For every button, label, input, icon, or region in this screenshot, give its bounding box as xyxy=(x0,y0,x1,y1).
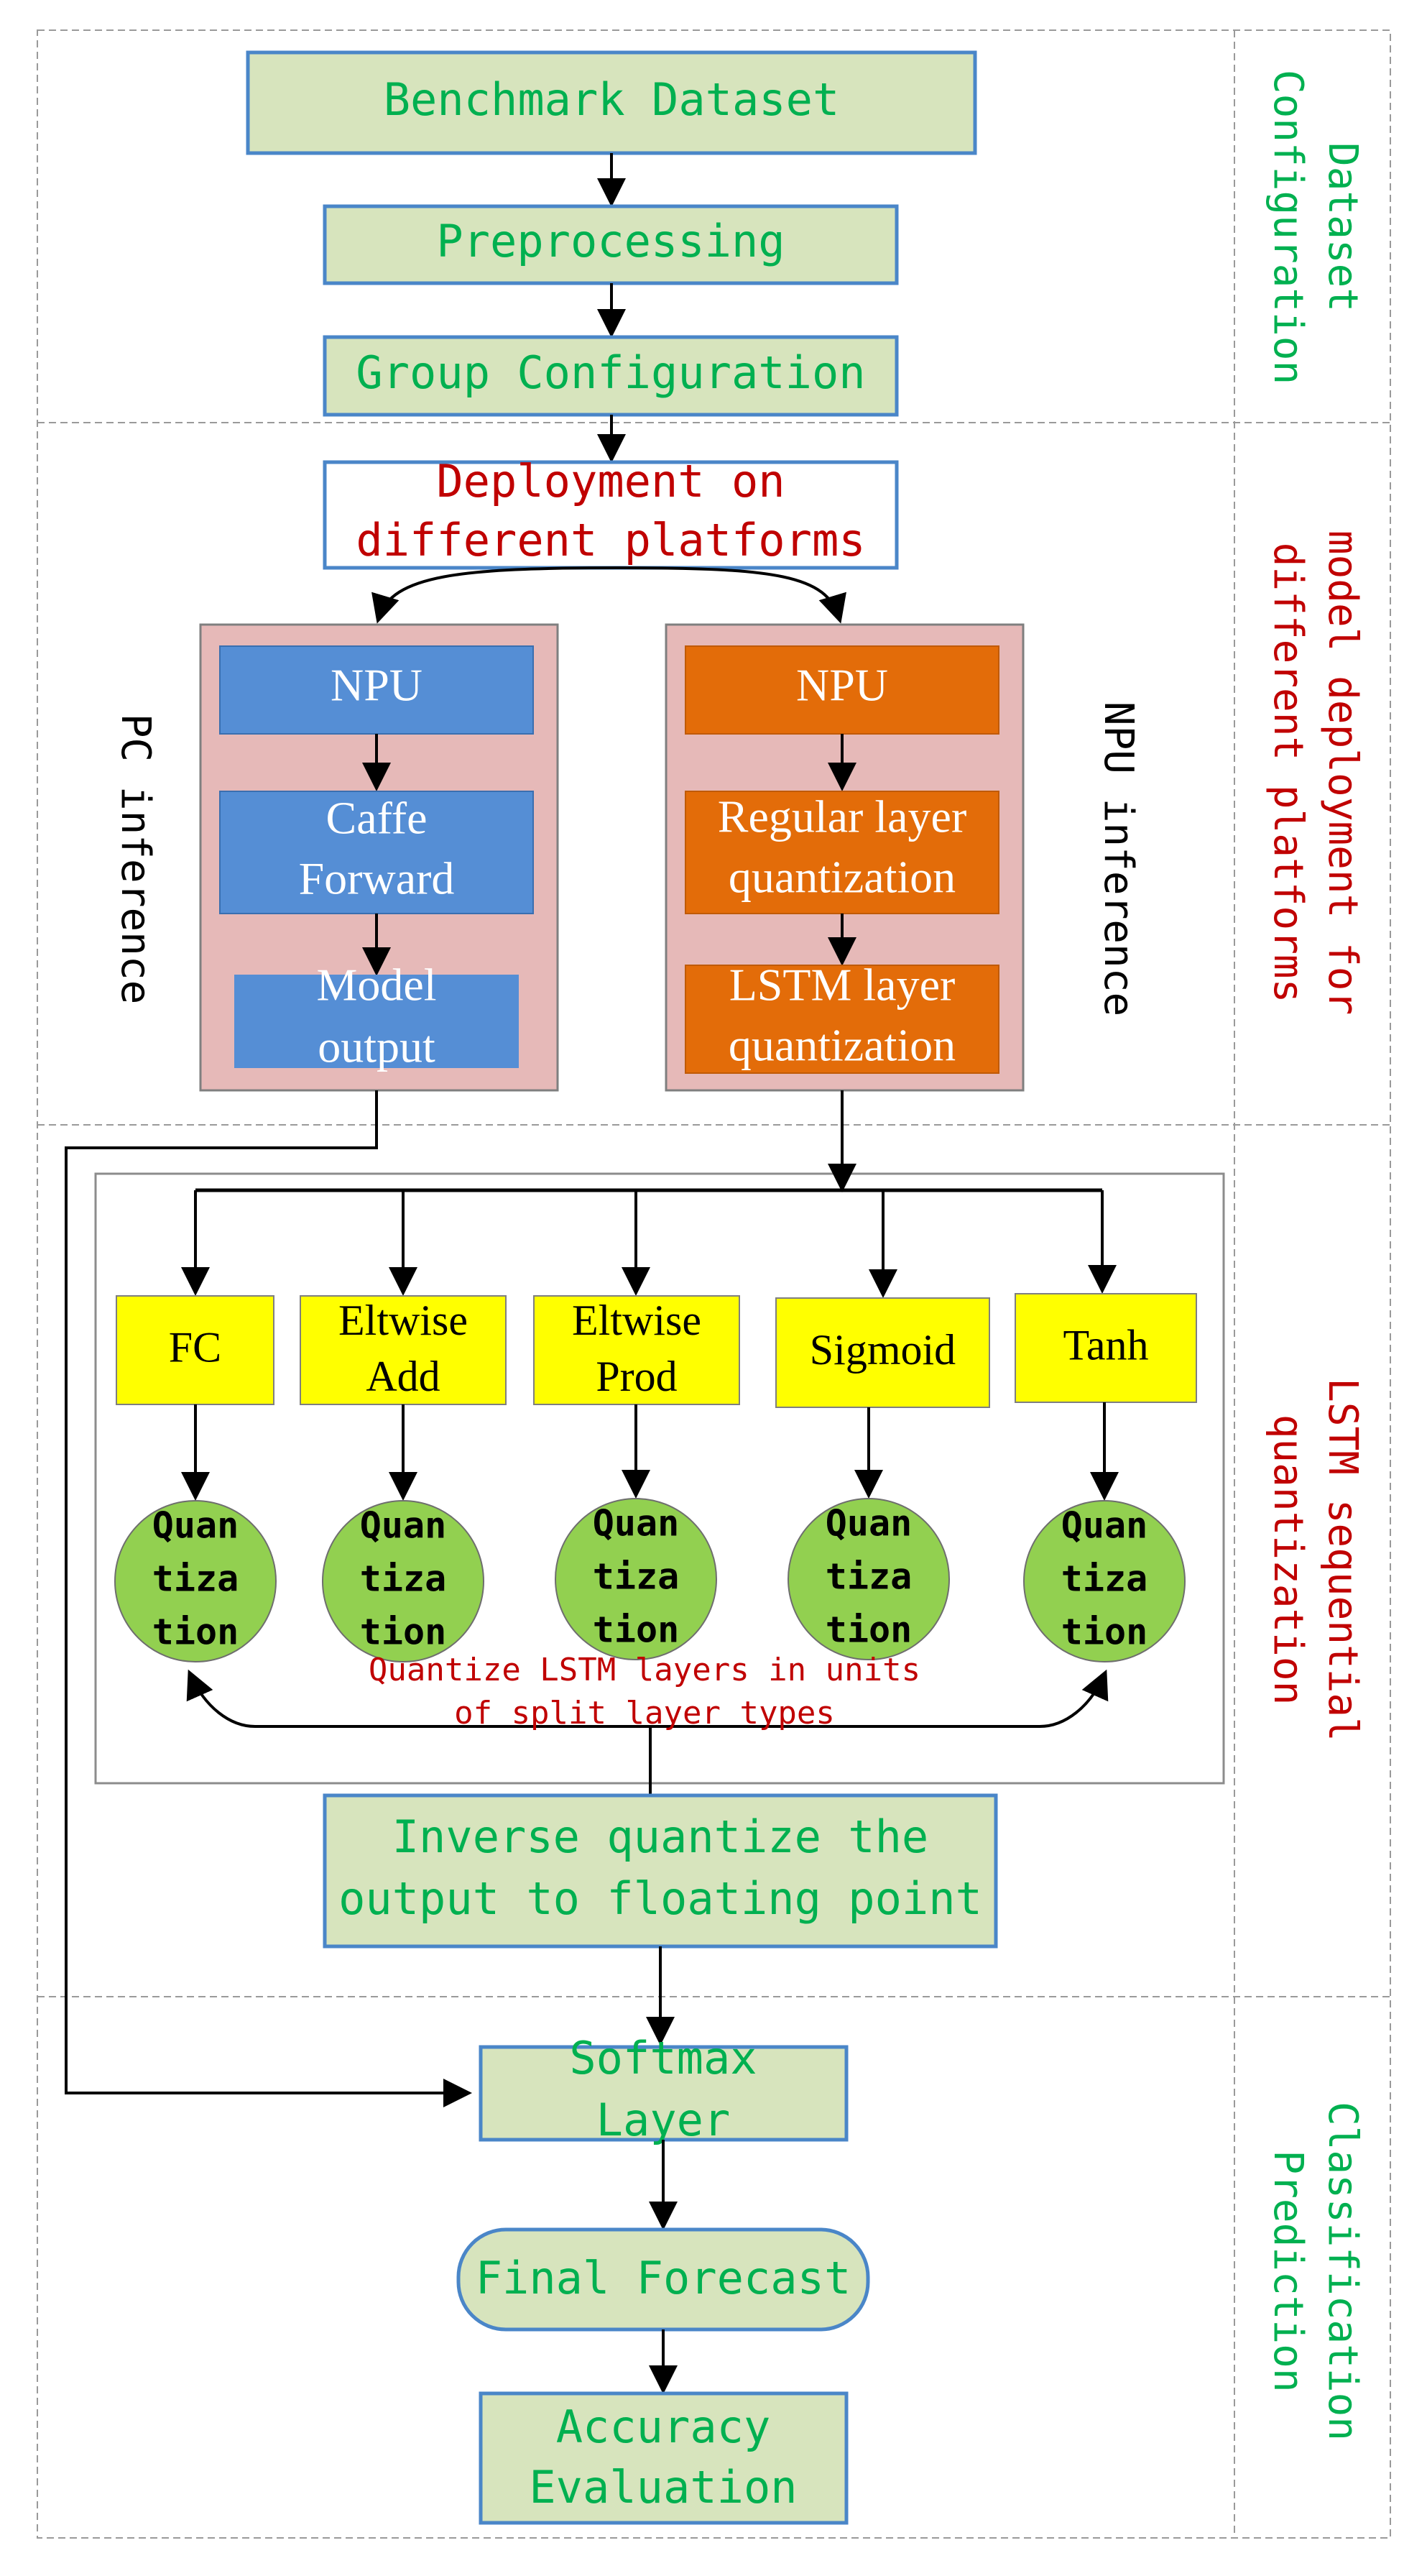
npu-inference-side-label: NPU inference xyxy=(1095,702,1142,1016)
regular-layer-line2: quantization xyxy=(729,852,956,903)
npu-inference-panel: NPU Regular layer quantization LSTM laye… xyxy=(665,623,1025,1092)
layer-type-label-line1: Eltwise xyxy=(572,1297,701,1344)
inverse-quantize-box: Inverse quantize the output to floating … xyxy=(323,1793,998,1949)
section-label-dataset: DatasetConfiguration xyxy=(1265,70,1366,385)
model-output-line1: Model xyxy=(316,960,436,1011)
quantization-label-line3: tion xyxy=(826,1609,912,1651)
layer-type-label-line1: Tanh xyxy=(1063,1321,1148,1368)
model-output-line2: output xyxy=(318,1021,435,1072)
section-frames xyxy=(37,29,1391,2539)
layer-type-label-line1: FC xyxy=(169,1323,221,1371)
quantization-circle xyxy=(1023,1500,1186,1662)
quantization-label-line1: Quan xyxy=(826,1503,912,1545)
lstm-layer-line2: quantization xyxy=(729,1020,956,1071)
quantization-label-line3: tion xyxy=(593,1609,679,1651)
layer-type-box xyxy=(1015,1293,1197,1403)
deployment-box: Deployment on different platforms xyxy=(323,455,899,570)
preprocessing-box: Preprocessing xyxy=(323,204,899,285)
layer-type-label-line2: Add xyxy=(366,1353,440,1400)
section-label-deployment: model deployment fordifferent platforms xyxy=(1265,530,1366,1015)
lstm-area-frame xyxy=(94,1172,1225,1785)
quantization-label-line3: tion xyxy=(1061,1611,1147,1653)
quantization-label-line2: tiza xyxy=(593,1556,679,1598)
final-forecast-label: Final Forecast xyxy=(476,2252,851,2304)
layer-type-label-line1: Eltwise xyxy=(338,1297,468,1344)
inverse-quantize-line2: output to floating point xyxy=(338,1872,982,1925)
benchmark-dataset-box: Benchmark Dataset xyxy=(246,50,977,155)
quantization-label-line2: tiza xyxy=(152,1558,239,1600)
svg-text:ClassificationPrediction: ClassificationPrediction xyxy=(1265,2102,1366,2441)
layer-type-box xyxy=(775,1297,990,1408)
softmax-layer-box: Softmax Layer xyxy=(479,2032,849,2146)
regular-layer-line1: Regular layer xyxy=(718,791,967,842)
accuracy-line2: Evaluation xyxy=(529,2461,797,2513)
svg-text:LSTM sequentialquantization: LSTM sequentialquantization xyxy=(1265,1378,1366,1742)
section-label-classification: ClassificationPrediction xyxy=(1265,2102,1366,2441)
pc-inference-panel: NPU Caffe Forward Model output xyxy=(199,623,559,1092)
pc-npu-label: NPU xyxy=(331,660,422,711)
deployment-label-line2: different platforms xyxy=(356,514,865,566)
group-configuration-label: Group Configuration xyxy=(356,346,865,399)
accuracy-evaluation-box: Accuracy Evaluation xyxy=(479,2391,849,2525)
quantization-label-line3: tion xyxy=(360,1611,446,1653)
layer-type-label-line2: Prod xyxy=(596,1353,677,1400)
quantization-label-line3: tion xyxy=(152,1611,239,1653)
quantization-circle xyxy=(555,1498,717,1660)
quantization-label-line1: Quan xyxy=(1061,1505,1147,1547)
pc-inference-side-label: PC inference xyxy=(112,714,159,1005)
final-forecast-box: Final Forecast xyxy=(456,2227,870,2332)
quantization-label-line2: tiza xyxy=(360,1558,446,1600)
svg-text:PC inference: PC inference xyxy=(112,714,159,1005)
pc-output-path xyxy=(65,1090,472,2107)
quantization-circle xyxy=(322,1500,484,1662)
layer-type-column: FC Quan tiza tion xyxy=(114,1190,277,1662)
section-label-lstm: LSTM sequentialquantization xyxy=(1265,1378,1366,1742)
softmax-line2: Layer xyxy=(596,2094,731,2146)
quantization-circle xyxy=(788,1498,950,1660)
caffe-forward-line1: Caffe xyxy=(326,793,428,844)
svg-text:DatasetConfiguration: DatasetConfiguration xyxy=(1265,70,1366,385)
inverse-quantize-line1: Inverse quantize the xyxy=(392,1811,929,1863)
svg-text:NPU inference: NPU inference xyxy=(1095,702,1142,1016)
quantization-circle xyxy=(114,1500,277,1662)
caffe-forward-line2: Forward xyxy=(299,853,455,904)
deployment-label-line1: Deployment on xyxy=(436,455,785,507)
quantization-label-line1: Quan xyxy=(360,1505,446,1547)
quantization-label-line1: Quan xyxy=(593,1503,679,1545)
quantize-note-line1: Quantize LSTM layers in units xyxy=(369,1652,920,1688)
accuracy-line1: Accuracy xyxy=(556,2401,771,2453)
quantization-label-line2: tiza xyxy=(826,1556,912,1598)
layer-type-group: FCQuantizationEltwiseAddQuantizationEltw… xyxy=(114,1190,1197,1662)
layer-type-box xyxy=(533,1295,740,1405)
group-configuration-box: Group Configuration xyxy=(323,335,899,417)
layer-type-label-line1: Sigmoid xyxy=(810,1326,956,1374)
preprocessing-label: Preprocessing xyxy=(436,215,785,267)
softmax-line1: Softmax xyxy=(569,2032,757,2084)
quantization-label-line1: Quan xyxy=(152,1505,239,1547)
layer-type-box xyxy=(300,1295,507,1405)
svg-text:model deployment fordifferent: model deployment fordifferent platforms xyxy=(1265,530,1366,1015)
benchmark-dataset-label: Benchmark Dataset xyxy=(384,73,840,126)
outer-frame xyxy=(37,29,1391,2539)
lstm-layer-line1: LSTM layer xyxy=(729,960,956,1011)
npu-npu-label: NPU xyxy=(796,660,888,711)
quantization-label-line2: tiza xyxy=(1061,1558,1147,1600)
quantize-note-line2: of split layer types xyxy=(454,1695,835,1731)
